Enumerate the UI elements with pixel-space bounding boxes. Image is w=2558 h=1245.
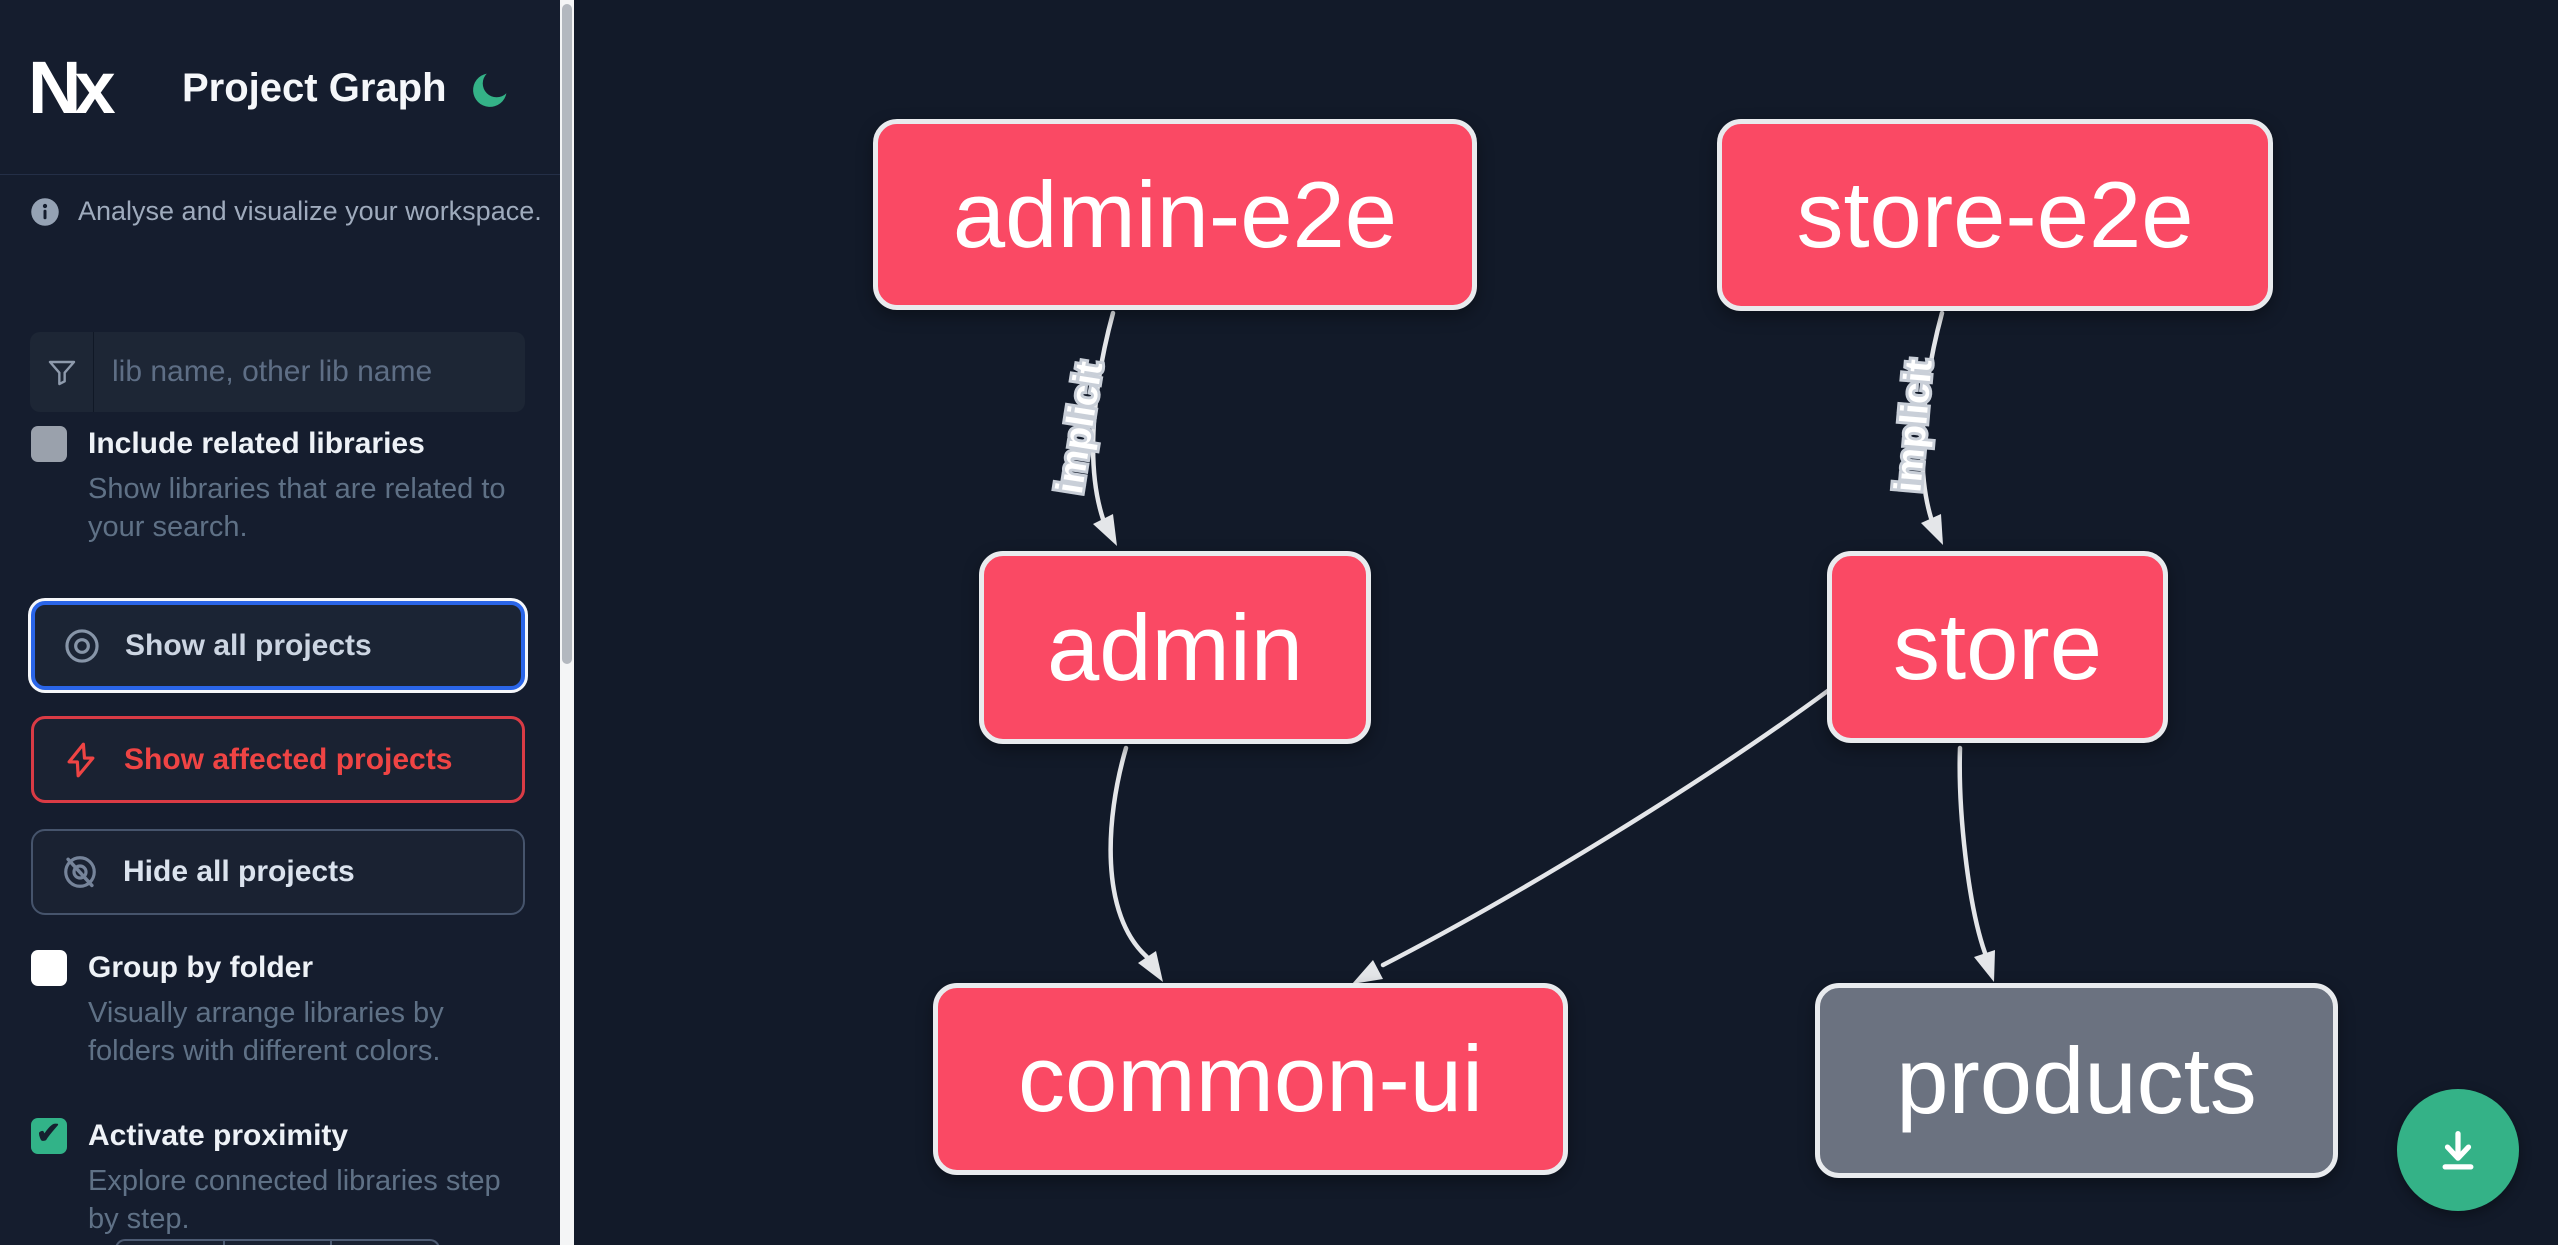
graph-node-admin-e2e[interactable]: admin-e2e	[873, 119, 1477, 310]
moon-icon	[473, 73, 507, 107]
show-all-projects-button[interactable]: Show all projects	[31, 601, 525, 690]
search-box	[30, 332, 525, 412]
info-icon	[31, 197, 59, 226]
edge-label-implicit: implicit	[1049, 358, 1111, 496]
include-related-checkbox[interactable]	[31, 426, 67, 462]
graph-canvas[interactable]: implicit implicit admin-e2e store-e2e admin…	[574, 0, 2558, 1245]
page-title: Project Graph	[182, 66, 447, 110]
button-label: Show all projects	[125, 628, 372, 662]
stepper-segment[interactable]	[117, 1241, 225, 1245]
download-icon	[2442, 1131, 2474, 1170]
library-filter-input[interactable]	[94, 334, 525, 410]
edge-store-to-products	[1957, 745, 1988, 956]
sidebar: Nx Project Graph Analyse and visualize y…	[0, 0, 560, 1245]
graph-node-products[interactable]: products	[1815, 983, 2338, 1178]
graph-node-common-ui[interactable]: common-ui	[933, 983, 1568, 1175]
toggle-description: Explore connected libraries step by step…	[88, 1165, 501, 1235]
toggle-label: Group by folder	[88, 951, 313, 984]
show-affected-projects-button[interactable]: Show affected projects	[31, 716, 525, 803]
edge-admin-to-common-ui	[1108, 745, 1150, 960]
edge-store-to-common-ui	[1380, 687, 1832, 968]
graph-node-store-e2e[interactable]: store-e2e	[1717, 119, 2273, 311]
bolt-icon	[67, 742, 95, 777]
arrowhead-icon	[1138, 951, 1163, 982]
dark-mode-toggle[interactable]	[466, 66, 514, 114]
toggle-activate-proximity: Activate proximity Explore connected lib…	[31, 1116, 531, 1238]
toggle-description: Visually arrange libraries by folders wi…	[88, 997, 444, 1067]
toggle-label: Activate proximity	[88, 1119, 349, 1152]
sidebar-header: Nx Project Graph	[0, 0, 560, 175]
graph-node-admin[interactable]: admin	[979, 551, 1371, 744]
group-by-folder-checkbox[interactable]	[31, 950, 67, 986]
activate-proximity-checkbox[interactable]	[31, 1116, 67, 1154]
button-label: Show affected projects	[124, 742, 453, 776]
arrowhead-icon	[1093, 514, 1117, 546]
arrowhead-icon	[1921, 514, 1943, 545]
eye-off-icon	[64, 856, 96, 888]
stepper-segment[interactable]	[225, 1241, 333, 1245]
tagline: Analyse and visualize your workspace.	[78, 196, 542, 226]
toggle-include-related: Include related libraries Show libraries…	[31, 424, 531, 546]
nx-logo: Nx	[28, 45, 116, 129]
eye-icon	[65, 628, 99, 663]
sidebar-scrollbar-thumb[interactable]	[562, 4, 572, 664]
filter-funnel-icon	[48, 360, 75, 386]
workspace-info: Analyse and visualize your workspace.	[30, 196, 542, 227]
download-graph-button[interactable]	[2397, 1089, 2519, 1211]
edge-admin-e2e-to-admin	[1090, 310, 1116, 522]
toggle-group-by-folder: Group by folder Visually arrange librari…	[31, 948, 531, 1070]
stepper-segment[interactable]	[332, 1241, 438, 1245]
hide-all-projects-button[interactable]: Hide all projects	[31, 829, 525, 915]
filter-icon-cell	[30, 332, 94, 412]
edge-store-e2e-to-store	[1920, 310, 1945, 521]
proximity-stepper-partial[interactable]	[115, 1239, 440, 1245]
sidebar-scrollbar-track[interactable]	[560, 0, 574, 1245]
button-label: Hide all projects	[123, 855, 355, 888]
arrowhead-icon	[1352, 960, 1383, 984]
graph-node-store[interactable]: store	[1827, 551, 2168, 743]
arrowhead-icon	[1974, 950, 1995, 982]
toggle-description: Show libraries that are related to your …	[88, 473, 506, 543]
toggle-label: Include related libraries	[88, 427, 425, 460]
edge-label-implicit: implicit	[1887, 357, 1940, 494]
